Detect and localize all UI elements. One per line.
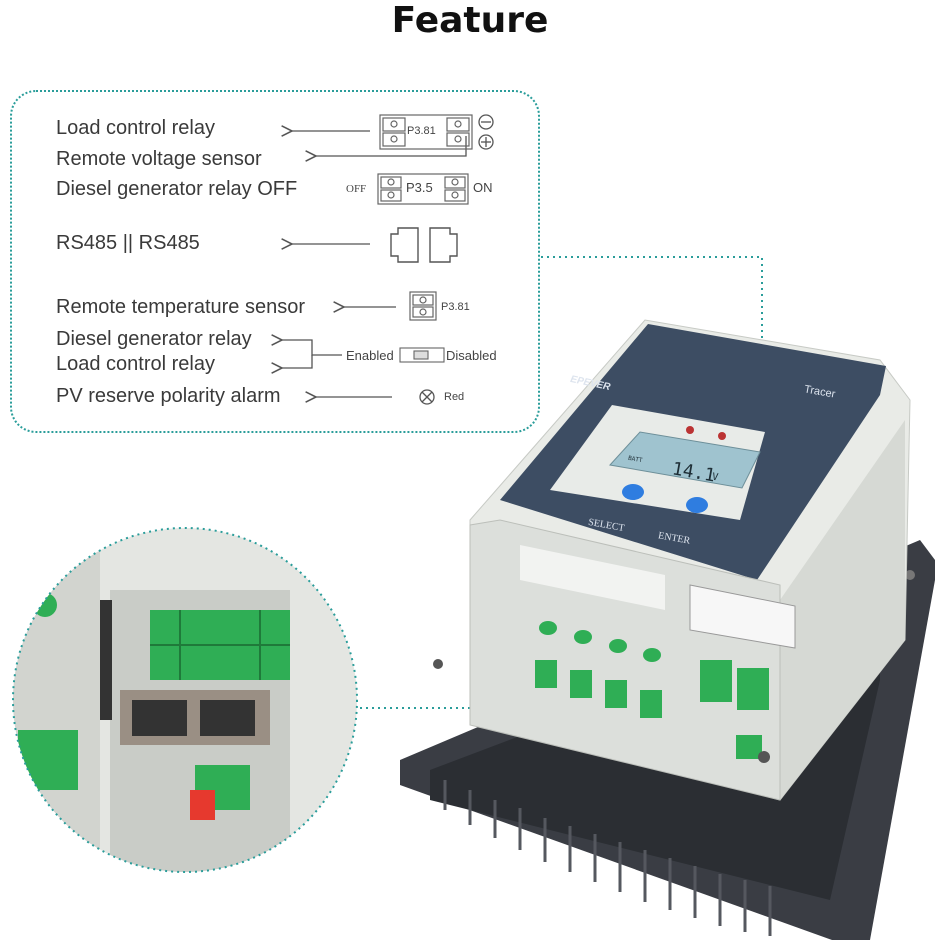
marker-p35: P3.5 [406, 180, 433, 195]
spec-label [689, 584, 796, 649]
terminal-block-p35 [377, 173, 469, 205]
arrow-remote-voltage [316, 136, 467, 156]
rs485-port-icon [390, 227, 458, 263]
page-title: Feature [391, 0, 549, 41]
marker-red: Red [444, 391, 465, 403]
temp-sensor-terminal [409, 291, 437, 321]
marker-disabled: Disabled [446, 348, 497, 363]
marker-p381-top: P3.81 [407, 125, 436, 137]
leader-line-top [541, 256, 763, 580]
marker-enabled: Enabled [346, 348, 394, 363]
label-load-control-relay-2: Load control relay [56, 353, 215, 375]
marker-p381-temp: P3.81 [441, 301, 470, 313]
terminal-block-p381 [379, 114, 473, 150]
signal-terminals [700, 660, 769, 759]
label-remote-temp-sensor: Remote temperature sensor [56, 296, 306, 318]
enter-button[interactable] [686, 497, 708, 513]
label-pv-reverse-alarm: PV reserve polarity alarm [56, 385, 281, 407]
feature-callout [10, 90, 540, 433]
label-remote-voltage-sensor: Remote voltage sensor [56, 148, 262, 170]
led-indicator-icon [419, 389, 435, 405]
arrow-bracket [282, 340, 342, 356]
label-diesel-generator-relay: Diesel generator relay [56, 328, 252, 350]
minus-icon [478, 114, 494, 130]
power-terminals [535, 621, 662, 718]
label-diesel-relay-off: Diesel generator relay OFF [56, 178, 298, 200]
lcd-screen [609, 431, 761, 489]
marker-off: OFF [346, 183, 367, 195]
select-button[interactable] [622, 484, 644, 500]
plus-icon [478, 134, 494, 150]
marker-on: ON [473, 180, 493, 195]
label-load-control-relay: Load control relay [56, 117, 215, 139]
dip-switch-icon [399, 347, 445, 363]
label-rs485: RS485 || RS485 [56, 232, 200, 254]
